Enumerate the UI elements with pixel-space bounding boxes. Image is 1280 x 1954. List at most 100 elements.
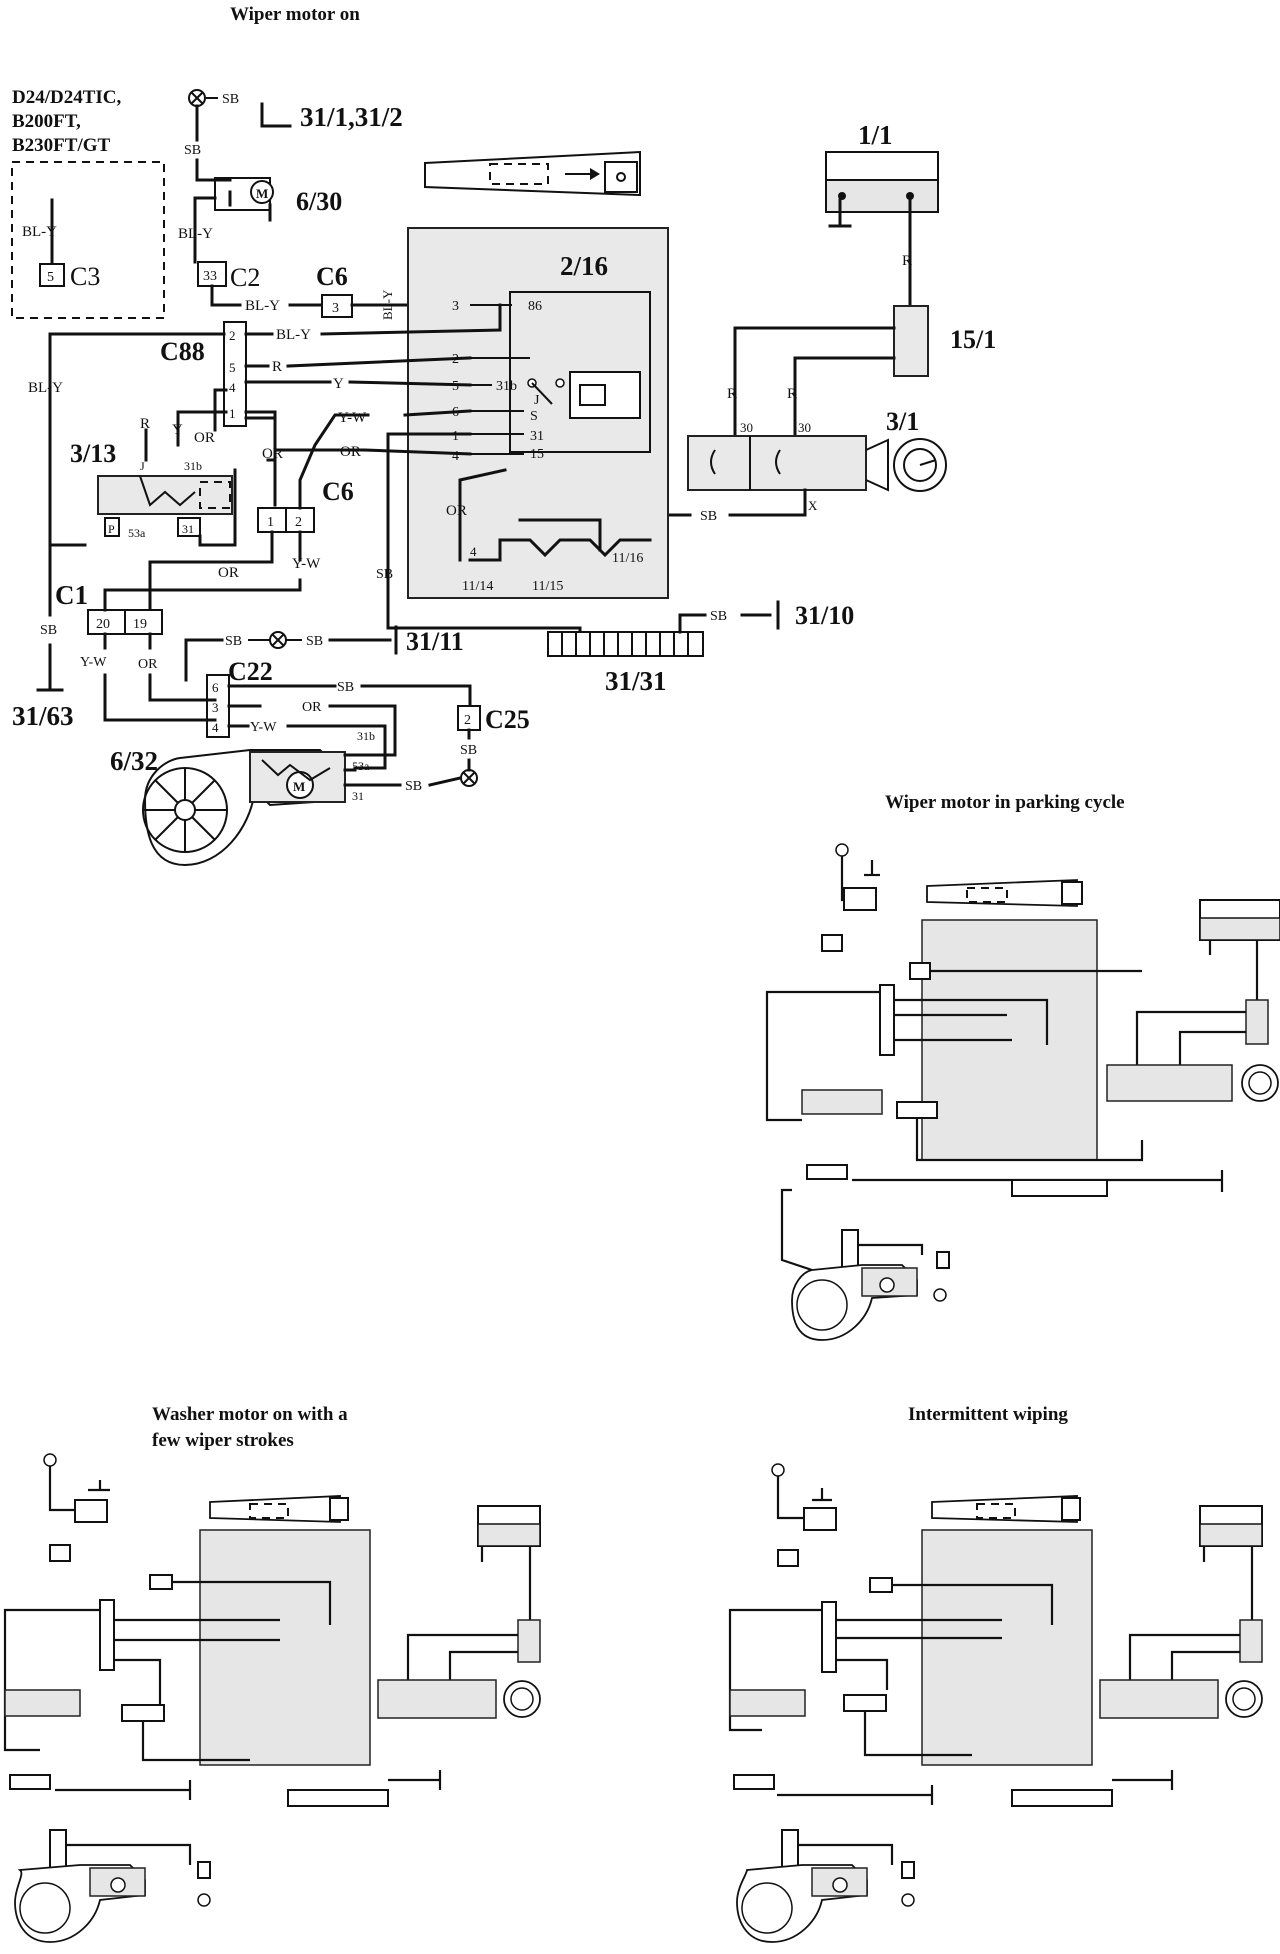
relay-pin-4: 4 bbox=[452, 449, 459, 464]
c6-mid-pin-2: 2 bbox=[295, 515, 302, 530]
motor-6-30: M 6/30 bbox=[195, 177, 342, 222]
relay-pin-31: 31 bbox=[530, 429, 544, 444]
c88-pin-1: 1 bbox=[229, 406, 236, 421]
label-31-63: 31/63 bbox=[12, 701, 74, 731]
wire-r-1-1: R bbox=[902, 253, 912, 269]
connector-c3-pin bbox=[39, 263, 65, 287]
switch-3-1: 30 30 3/1 X bbox=[687, 407, 947, 513]
mini-diagram-intermittent bbox=[728, 1463, 1263, 1943]
variant-dashed-box bbox=[11, 161, 165, 319]
wire-sb-31-63: SB bbox=[40, 623, 57, 638]
label-c88: C88 bbox=[160, 337, 205, 366]
wire-bl-y-left: BL-Y bbox=[28, 380, 63, 396]
wire-bl-y-c6: BL-Y bbox=[245, 298, 280, 314]
c88-pin-5: 5 bbox=[229, 360, 236, 375]
c6-top-pin: 3 bbox=[332, 301, 339, 316]
motor-pin-31b: 31b bbox=[357, 729, 375, 743]
label-6-32: 6/32 bbox=[110, 746, 158, 776]
title-parking-cycle: Wiper motor in parking cycle bbox=[885, 792, 1125, 813]
c6-mid-pin-1: 1 bbox=[267, 515, 274, 530]
wire-y-w-c6-down: Y-W bbox=[292, 556, 321, 572]
relay-pin-15: 15 bbox=[530, 447, 544, 462]
fuse-15-1: 15/1 bbox=[893, 305, 996, 377]
label-c6-mid: C6 bbox=[322, 477, 354, 506]
label-31-31: 31/31 bbox=[605, 666, 667, 696]
motor-pin-31: 31 bbox=[352, 789, 364, 803]
title-intermittent: Intermittent wiping bbox=[908, 1404, 1068, 1425]
ground-31-11-symbol bbox=[269, 631, 287, 649]
pin-p-3-13: P bbox=[108, 522, 115, 536]
wire-sb-31-11b: SB bbox=[306, 634, 323, 649]
c1-pin-20: 20 bbox=[96, 617, 110, 632]
motor-6-32: 6/32 M 31b 53a 31 bbox=[110, 729, 375, 867]
wire-y-3-13: Y bbox=[172, 422, 183, 438]
relay-bottom-pin: 4 bbox=[470, 544, 477, 559]
mini-diagram-washer bbox=[3, 1453, 541, 1943]
svg-text:M: M bbox=[256, 186, 268, 201]
wire-or-c6: OR bbox=[340, 444, 361, 460]
wire-bl-y-c3: BL-Y bbox=[22, 224, 57, 240]
fuse-1-1: 1/1 R bbox=[825, 120, 939, 307]
wire-sb-31-11a: SB bbox=[225, 634, 242, 649]
label-31-11: 31/11 bbox=[406, 627, 464, 656]
c22-pin-6: 6 bbox=[212, 680, 219, 695]
pin-x: X bbox=[808, 498, 818, 513]
pin-53a-3-13: 53a bbox=[128, 526, 146, 540]
title-washer-line2: few wiper strokes bbox=[152, 1430, 294, 1451]
wire-or-c22: OR bbox=[302, 700, 322, 715]
label-2-16: 2/16 bbox=[560, 251, 608, 281]
connector-c6-mid: C6 1 2 bbox=[257, 477, 354, 533]
label-31-1-31-2: 31/1,31/2 bbox=[300, 102, 403, 132]
relay-pin-j: J bbox=[534, 393, 540, 408]
relay-pin-31b: 31b bbox=[496, 379, 517, 394]
relay-pin-s: S bbox=[530, 409, 538, 424]
wire-sb-c25: SB bbox=[337, 680, 354, 695]
c1-pin-19: 19 bbox=[133, 617, 147, 632]
ground-c25-symbol bbox=[460, 769, 478, 787]
wire-or-3-13: OR bbox=[194, 430, 215, 446]
ground-31-31: 31/31 bbox=[547, 631, 704, 696]
wire-or-relay: OR bbox=[446, 503, 467, 519]
c2-pin: 33 bbox=[203, 269, 217, 284]
pin-30b: 30 bbox=[798, 420, 811, 435]
c3-pin: 5 bbox=[47, 270, 54, 285]
wire-y-c88: Y bbox=[333, 376, 344, 392]
wire-sb-motor: SB bbox=[405, 779, 422, 794]
title-wiper-motor-on: Wiper motor on bbox=[230, 4, 360, 25]
c22-pin-4: 4 bbox=[212, 720, 219, 735]
main-diagram: D24/D24TIC, B200FT, B230FT/GT BL-Y 5 C3 … bbox=[11, 87, 996, 867]
label-31-10: 31/10 bbox=[795, 601, 854, 630]
wire-y-w-c6: Y-W bbox=[338, 410, 367, 426]
label-c2: C2 bbox=[230, 263, 260, 292]
wire-r-3-1a: R bbox=[727, 386, 737, 402]
c25-pin: 2 bbox=[464, 713, 471, 728]
variant-line2: B200FT, bbox=[12, 111, 81, 132]
label-c3: C3 bbox=[70, 262, 100, 291]
wire-bl-y-c2: BL-Y bbox=[178, 226, 213, 242]
wire-r-c88: R bbox=[272, 359, 282, 375]
wire-y-w-c1: Y-W bbox=[80, 655, 107, 670]
wire-bl-y-c88: BL-Y bbox=[276, 327, 311, 343]
label-11-14: 11/14 bbox=[462, 579, 493, 594]
title-washer-line1: Washer motor on with a bbox=[152, 1404, 348, 1425]
label-11-16: 11/16 bbox=[612, 551, 643, 566]
pin-j-3-13: J bbox=[140, 459, 145, 473]
wire-y-w-c22: Y-W bbox=[250, 720, 277, 735]
svg-text:M: M bbox=[293, 779, 305, 794]
relay-pin-5: 5 bbox=[452, 379, 459, 394]
pin-30a: 30 bbox=[740, 420, 753, 435]
c88-pin-4: 4 bbox=[229, 380, 236, 395]
wire-r-3-1b: R bbox=[787, 386, 797, 402]
relay-pin-1: 1 bbox=[452, 429, 459, 444]
wire-r-3-13: R bbox=[140, 416, 150, 432]
label-6-30: 6/30 bbox=[296, 187, 342, 216]
label-3-13: 3/13 bbox=[70, 439, 116, 468]
wire-sb-3-1: SB bbox=[700, 509, 717, 524]
wire-sb-630: SB bbox=[184, 143, 201, 158]
label-c6-top: C6 bbox=[316, 262, 348, 291]
connector-c1: C1 20 19 bbox=[55, 580, 163, 635]
label-3-1: 3/1 bbox=[886, 407, 919, 436]
label-c25: C25 bbox=[485, 705, 530, 734]
wire-sb-31-31: SB bbox=[376, 567, 393, 582]
